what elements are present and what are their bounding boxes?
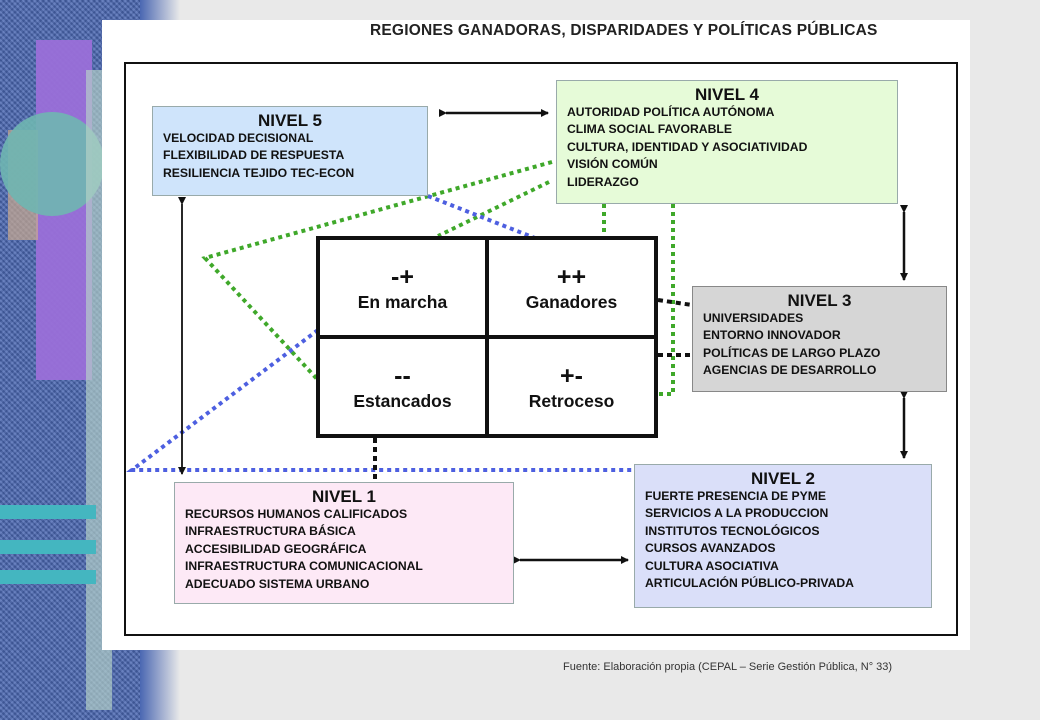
nivel-4-box: NIVEL 4 AUTORIDAD POLÍTICA AUTÓNOMA CLIM… (556, 80, 898, 204)
nivel-2-item: CURSOS AVANZADOS (645, 541, 776, 556)
quadrant-estancados: -- Estancados (320, 337, 487, 434)
nivel-2-box: NIVEL 2 FUERTE PRESENCIA DE PYME SERVICI… (634, 464, 932, 608)
nivel-1-item: ACCESIBILIDAD GEOGRÁFICA (185, 541, 367, 556)
nivel-1-title: NIVEL 1 (312, 487, 376, 506)
nivel-1-item: ADECUADO SISTEMA URBANO (185, 576, 370, 591)
nivel-3-item: POLÍTICAS DE LARGO PLAZO (703, 345, 881, 360)
nivel-4-item: LIDERAZGO (567, 174, 639, 189)
diagram-frame (124, 62, 958, 636)
nivel-5-box: NIVEL 5 VELOCIDAD DECISIONAL FLEXIBILIDA… (152, 106, 428, 196)
decorative-cyan-stripe (0, 505, 96, 519)
decorative-cyan-stripe (0, 540, 96, 554)
quadrant-en-marcha: -+ En marcha (320, 240, 487, 337)
quadrant-label: Retroceso (528, 390, 615, 411)
nivel-2-item: SERVICIOS A LA PRODUCCION (645, 506, 829, 521)
nivel-4-item: VISIÓN COMÚN (567, 157, 658, 172)
quadrant-symbol: -- (394, 361, 411, 390)
nivel-2-title: NIVEL 2 (751, 469, 815, 488)
nivel-5-item: FLEXIBILIDAD DE RESPUESTA (163, 148, 345, 163)
nivel-3-box: NIVEL 3 UNIVERSIDADES ENTORNO INNOVADOR … (692, 286, 947, 392)
quadrant-symbol: -+ (391, 262, 414, 291)
nivel-2-item: CULTURA ASOCIATIVA (645, 558, 779, 573)
nivel-4-item: CULTURA, IDENTIDAD Y ASOCIATIVIDAD (567, 139, 808, 154)
nivel-2-item: INSTITUTOS TECNOLÓGICOS (645, 523, 820, 538)
nivel-3-item: UNIVERSIDADES (703, 311, 804, 325)
nivel-1-item: INFRAESTRUCTURA COMUNICACIONAL (185, 559, 423, 574)
nivel-4-title: NIVEL 4 (695, 85, 759, 104)
quadrant-label: Estancados (353, 390, 452, 411)
decorative-cyan-stripe (0, 570, 96, 584)
quadrant-symbol: ++ (556, 262, 587, 291)
quadrant-ganadores: ++ Ganadores (487, 240, 654, 337)
nivel-4-item: CLIMA SOCIAL FAVORABLE (567, 122, 732, 137)
nivel-5-item: RESILIENCIA TEJIDO TEC-ECON (163, 165, 355, 180)
quadrant-symbol: +- (560, 361, 583, 390)
nivel-3-item: AGENCIAS DE DESARROLLO (703, 363, 877, 378)
regions-matrix: -+ En marcha ++ Ganadores -- Estancados … (316, 236, 658, 438)
source-caption: Fuente: Elaboración propia (CEPAL – Seri… (563, 661, 893, 673)
nivel-5-item: VELOCIDAD DECISIONAL (163, 131, 314, 145)
diagram-title: REGIONES GANADORAS, DISPARIDADES Y POLÍT… (370, 22, 878, 39)
nivel-1-box: NIVEL 1 RECURSOS HUMANOS CALIFICADOS INF… (174, 482, 514, 604)
nivel-1-item: INFRAESTRUCTURA BÁSICA (185, 524, 356, 539)
nivel-1-item: RECURSOS HUMANOS CALIFICADOS (185, 507, 408, 521)
nivel-4-item: AUTORIDAD POLÍTICA AUTÓNOMA (567, 105, 775, 119)
nivel-2-item: ARTICULACIÓN PÚBLICO-PRIVADA (645, 576, 854, 591)
nivel-3-title: NIVEL 3 (787, 291, 852, 310)
quadrant-label: Ganadores (525, 291, 618, 312)
quadrant-retroceso: +- Retroceso (487, 337, 654, 434)
nivel-2-item: FUERTE PRESENCIA DE PYME (645, 489, 827, 503)
quadrant-label: En marcha (357, 291, 448, 312)
nivel-3-item: ENTORNO INNOVADOR (703, 328, 841, 343)
nivel-5-title: NIVEL 5 (258, 111, 322, 130)
